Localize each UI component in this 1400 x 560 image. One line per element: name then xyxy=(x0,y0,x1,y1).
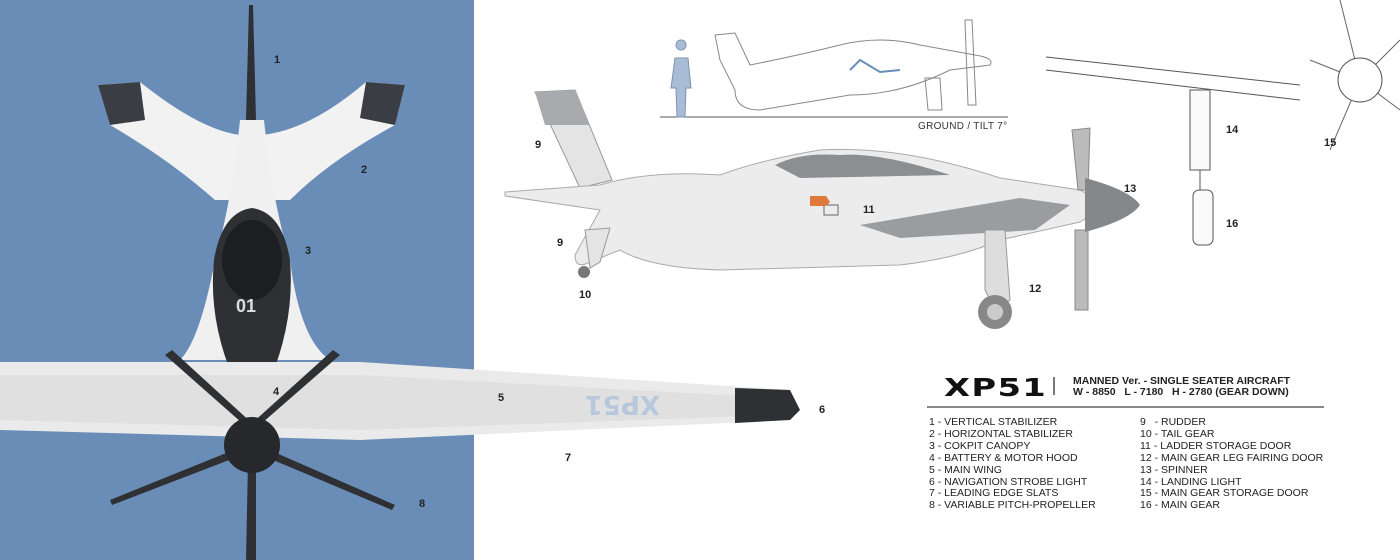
legend-item: 13 - SPINNER xyxy=(1140,463,1208,476)
callout-5: 5 xyxy=(498,392,505,404)
gear-detail-view xyxy=(1045,0,1400,246)
tail-gear-fairing xyxy=(584,227,611,269)
legend-item: 9 - RUDDER xyxy=(1140,416,1206,428)
spinner xyxy=(224,417,280,473)
spec-line-1: MANNED Ver. - SINGLE SEATER AIRCRAFT xyxy=(1073,375,1291,387)
legend-item: 4 - BATTERY & MOTOR HOOD xyxy=(929,451,1078,464)
wing-marking: XP51 xyxy=(585,389,660,419)
legend-item: 14 - LANDING LIGHT xyxy=(1140,475,1242,488)
legend-item: 3 - COKPIT CANOPY xyxy=(929,439,1031,452)
xp51-logo: XP51 xyxy=(944,373,1048,402)
legend-item: 8 - VARIABLE PITCH-PROPELLER xyxy=(929,499,1096,512)
callout-7: 7 xyxy=(565,452,572,464)
legend-item: 7 - LEADING EDGE SLATS xyxy=(929,487,1059,500)
callout-9a: 9 xyxy=(535,139,542,151)
vertical-stabilizer xyxy=(246,5,256,120)
callout-6: 6 xyxy=(819,404,826,416)
legend-item: 2 - HORIZONTAL STABILIZER xyxy=(929,427,1073,440)
legend-right-column: 9 - RUDDER 10 - TAIL GEAR 11 - LADDER ST… xyxy=(1140,416,1324,512)
legend-item: 15 - MAIN GEAR STORAGE DOOR xyxy=(1140,487,1309,500)
ground-label: GROUND / TILT 7° xyxy=(918,121,1008,132)
callout-9b: 9 xyxy=(557,237,564,249)
callout-12: 12 xyxy=(1029,283,1042,295)
callout-2: 2 xyxy=(361,164,368,176)
callout-14: 14 xyxy=(1226,124,1239,136)
legend-item: 6 - NAVIGATION STROBE LIGHT xyxy=(929,475,1088,488)
human-scale-figure xyxy=(670,39,692,118)
callout-4: 4 xyxy=(273,386,280,398)
legend-item: 16 - MAIN GEAR xyxy=(1140,499,1220,512)
legend-divider xyxy=(927,406,1324,408)
legend-left-column: 1 - VERTICAL STABILIZER 2 - HORIZONTAL S… xyxy=(929,416,1096,512)
title-divider xyxy=(1053,377,1055,395)
propeller xyxy=(110,350,395,560)
legend-item: 1 - VERTICAL STABILIZER xyxy=(929,416,1058,428)
profile-pilot-view xyxy=(660,19,1008,118)
callout-3: 3 xyxy=(305,245,312,257)
side-propeller xyxy=(1071,127,1091,311)
callout-10: 10 xyxy=(579,289,592,301)
legend-item: 12 - MAIN GEAR LEG FAIRING DOOR xyxy=(1140,451,1324,464)
callout-16: 16 xyxy=(1226,218,1239,230)
callout-1: 1 xyxy=(274,54,281,66)
callout-15: 15 xyxy=(1324,137,1337,149)
side-spinner xyxy=(1085,178,1140,232)
legend-item: 5 - MAIN WING xyxy=(929,463,1002,476)
legend-item: 11 - LADDER STORAGE DOOR xyxy=(1140,439,1292,452)
legend-item: 10 - TAIL GEAR xyxy=(1140,427,1215,440)
side-view-aircraft xyxy=(504,89,1140,329)
callout-13: 13 xyxy=(1124,183,1137,195)
top-view-aircraft: 01 XP51 xyxy=(0,5,800,560)
side-canopy xyxy=(775,154,950,178)
spec-line-2: W - 8850 L - 7180 H - 2780 (GEAR DOWN) xyxy=(1073,386,1289,398)
callout-11: 11 xyxy=(863,204,875,216)
callout-8: 8 xyxy=(419,498,426,510)
spec-subtitle: MANNED Ver. - SINGLE SEATER AIRCRAFT W -… xyxy=(1073,376,1290,398)
fuselage-marking: 01 xyxy=(236,296,256,316)
